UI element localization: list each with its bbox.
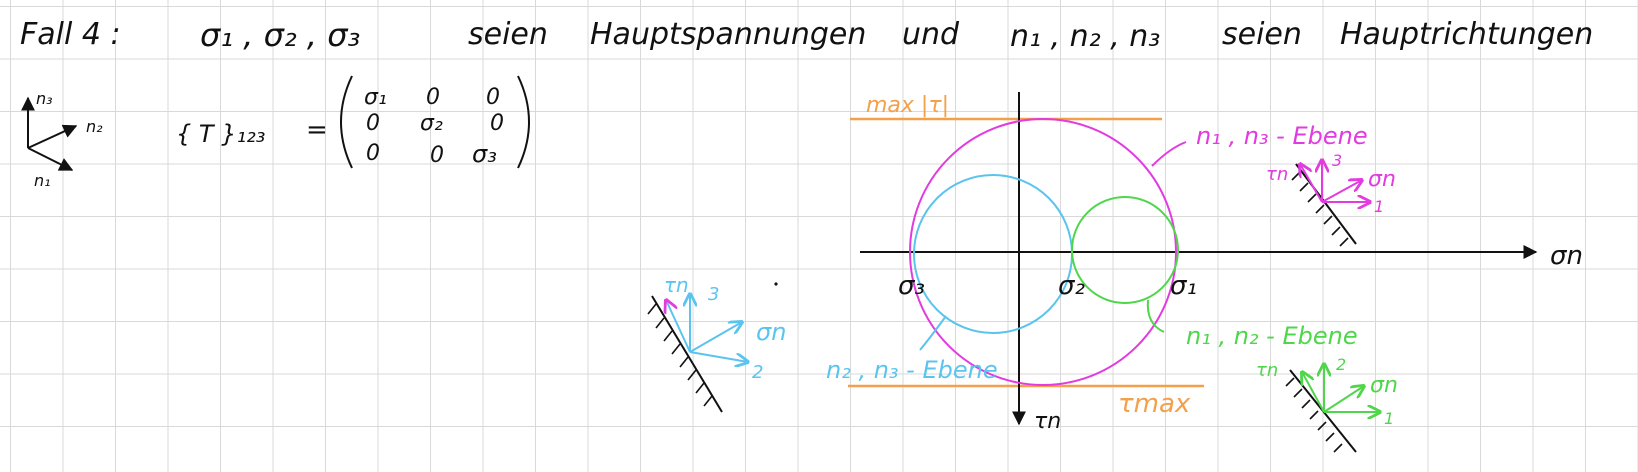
- sigma-axis-label: σn: [1550, 241, 1583, 271]
- green-arrow-sigma: [1323, 386, 1364, 413]
- word-hauptrichtungen: Hauptrichtungen: [1340, 17, 1593, 52]
- plane-label-n1-n3: n₁ , n₃ - Ebene: [1196, 122, 1368, 150]
- mohr-circle-n1-n3: [909, 118, 1177, 386]
- mohr-circle-n2-n3: [913, 174, 1073, 334]
- tau-axis-label: τn: [1034, 409, 1061, 434]
- stress-matrix: { T }₁₂₃ = σ₁ 0 0 0 σ₂ 0 0 0 σ₃: [176, 75, 530, 169]
- stray-dot: [774, 282, 778, 286]
- matrix-equals: =: [306, 115, 328, 145]
- word-hauptspannungen: Hauptspannungen: [590, 17, 866, 52]
- matrix-left-paren: [340, 75, 353, 169]
- plane-label-n2-n3: n₂ , n₃ - Ebene: [826, 356, 998, 384]
- tau-max-label-bottom: τmax: [1118, 389, 1191, 419]
- matrix-cell: 0: [366, 111, 380, 136]
- matrix-lhs: { T }₁₂₃: [176, 120, 265, 148]
- green-dir-2-label: 2: [1336, 355, 1346, 374]
- green-sigma-label: σn: [1370, 373, 1398, 398]
- principal-directions-symbols: n₁ , n₂ , n₃: [1010, 19, 1160, 54]
- sigma1-label: σ₁: [1170, 271, 1197, 301]
- basis-label-n1: n₁: [34, 171, 51, 190]
- pink-surface-line: [1295, 163, 1357, 245]
- mohr-circle-n1-n2: [1071, 196, 1179, 304]
- green-tau-label: τn: [1256, 360, 1278, 381]
- sigma2-label: σ₂: [1058, 271, 1085, 301]
- green-dir-1-label: 1: [1384, 409, 1394, 428]
- matrix-cell: σ₃: [472, 140, 497, 168]
- green-arrow-tau: [1302, 372, 1325, 413]
- matrix-cell: 0: [366, 141, 380, 166]
- matrix-cell: σ₂: [420, 111, 443, 136]
- blue-tau-label: τn: [664, 273, 689, 297]
- matrix-cell: 0: [426, 85, 440, 110]
- blue-arrow-tau: [666, 300, 691, 353]
- matrix-cell: 0: [486, 85, 500, 110]
- word-und: und: [902, 17, 960, 52]
- leader-n1-n2: [1146, 299, 1165, 333]
- matrix-cell: 0: [490, 111, 504, 136]
- word-seien-1: seien: [468, 17, 548, 52]
- pink-arrow-sigma: [1321, 180, 1362, 203]
- basis-label-n2: n₂: [86, 117, 103, 136]
- tau-max-label-top: max |τ|: [866, 93, 949, 118]
- blue-dir-2-label: 2: [752, 362, 763, 383]
- pink-dir-3-label: 3: [1332, 151, 1342, 170]
- blue-arrow-sigma: [689, 322, 742, 353]
- hatch-marks: [1291, 171, 1349, 247]
- pink-plane-sketch: τn 3 σn 1: [1266, 151, 1396, 247]
- matrix-right-paren: [517, 75, 530, 169]
- blue-arrow-dir-2: [689, 351, 748, 362]
- leader-n2-n3: [919, 315, 947, 351]
- pink-arrow-tau: [1300, 164, 1323, 203]
- header-line: Fall 4 : σ₁ , σ₂ , σ₃ seien Hauptspannun…: [20, 16, 1593, 54]
- matrix-cell: σ₁: [364, 85, 387, 110]
- hatch-marks: [1285, 377, 1343, 453]
- green-plane-sketch: τn 2 σn 1: [1256, 355, 1398, 453]
- basis-axis-n1: [27, 147, 74, 171]
- plane-label-n1-n2: n₁ , n₂ - Ebene: [1186, 322, 1358, 350]
- basis-sketch: [21, 96, 78, 171]
- blue-plane-sketch: τn 3 σn 2: [647, 273, 786, 413]
- blue-sigma-label: σn: [756, 318, 786, 346]
- pink-tau-label: τn: [1266, 164, 1288, 185]
- sigma3-label: σ₃: [898, 271, 925, 301]
- case-label: Fall 4 :: [20, 17, 121, 52]
- word-seien-2: seien: [1222, 17, 1302, 52]
- principal-stresses-symbols: σ₁ , σ₂ , σ₃: [200, 16, 360, 54]
- basis-label-n3: n₃: [36, 89, 53, 108]
- hatched-surface-line: [651, 295, 723, 413]
- mohr-diagram: max |τ| τmax σn τn σ₃ σ₂ σ₁ n₁ , n₃ - Eb…: [826, 92, 1583, 434]
- matrix-cell: 0: [430, 143, 444, 168]
- pink-sigma-label: σn: [1368, 167, 1396, 192]
- hatch-marks: [647, 303, 713, 407]
- basis-axis-n2: [27, 124, 78, 149]
- pink-dir-1-label: 1: [1374, 197, 1384, 216]
- leader-n1-n3: [1151, 141, 1187, 167]
- blue-dir-3-label: 3: [708, 284, 719, 305]
